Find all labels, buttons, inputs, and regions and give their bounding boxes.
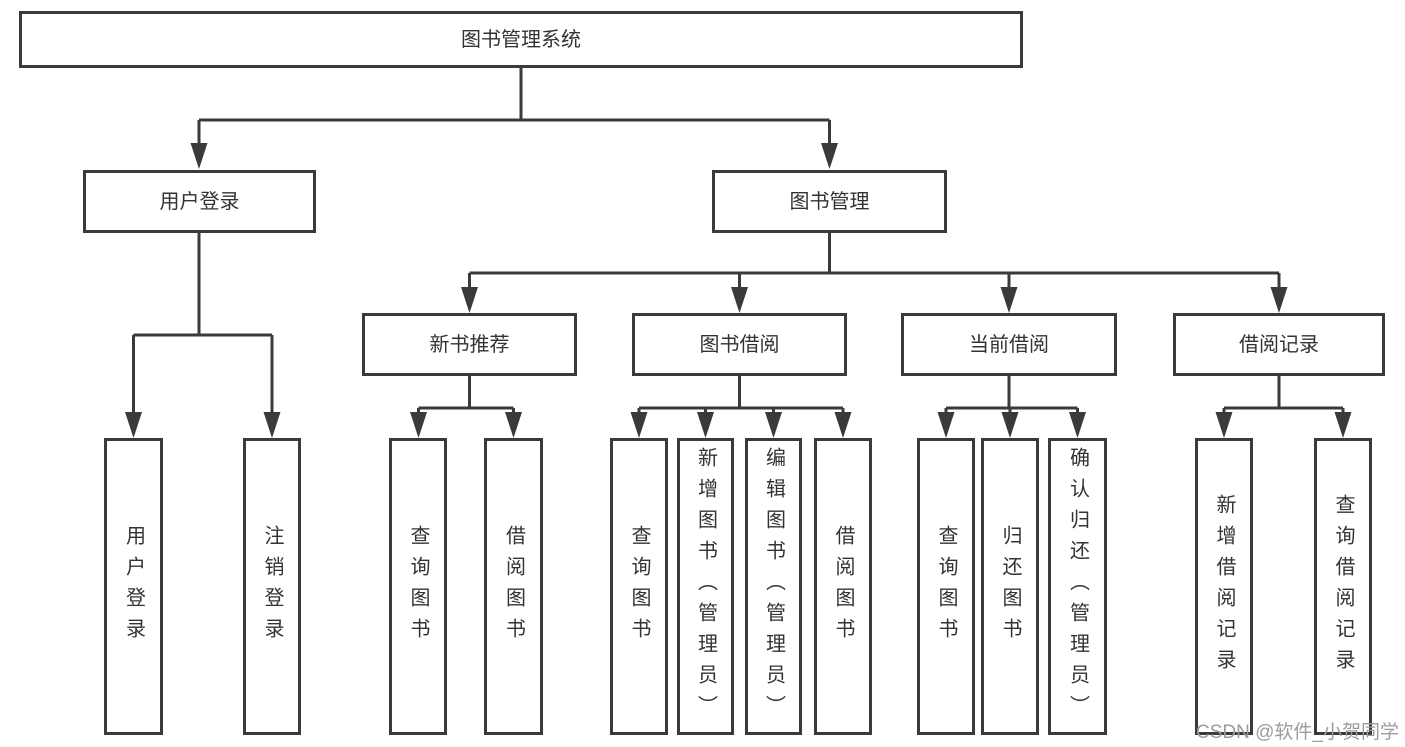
edge-new-book-branch xyxy=(410,376,522,438)
leaf-logout: 注销登录 xyxy=(243,438,301,735)
leaf-confirm-return-admin: 确认归还（管理员） xyxy=(1048,438,1107,735)
node-new-book-recommend: 新书推荐 xyxy=(362,313,577,376)
node-user-login: 用户登录 xyxy=(83,170,316,233)
edge-root-to-level2 xyxy=(190,68,838,169)
leaf-borrow-books-recommend: 借阅图书 xyxy=(484,438,543,735)
edge-user-login-branch xyxy=(125,233,281,438)
leaf-user-login: 用户登录 xyxy=(104,438,163,735)
leaf-query-books-borrowing: 查询图书 xyxy=(610,438,668,735)
edge-book-management-branch xyxy=(461,233,1288,313)
node-current-borrowing: 当前借阅 xyxy=(901,313,1117,376)
node-borrowing-records: 借阅记录 xyxy=(1173,313,1385,376)
leaf-add-borrow-record: 新增借阅记录 xyxy=(1195,438,1253,735)
leaf-add-book-admin: 新增图书（管理员） xyxy=(677,438,734,735)
node-library-management-system: 图书管理系统 xyxy=(19,11,1023,68)
edge-borrow-records-branch xyxy=(1215,376,1352,438)
leaf-query-borrow-record: 查询借阅记录 xyxy=(1314,438,1372,735)
watermark-text: CSDN @软件_小贺同学 xyxy=(1196,722,1399,743)
leaf-query-books-recommend: 查询图书 xyxy=(389,438,447,735)
node-book-borrowing: 图书借阅 xyxy=(632,313,847,376)
leaf-borrow-books-borrowing: 借阅图书 xyxy=(814,438,872,735)
leaf-return-books: 归还图书 xyxy=(981,438,1039,735)
leaf-edit-book-admin: 编辑图书（管理员） xyxy=(745,438,802,735)
edge-current-borrow-branch xyxy=(937,376,1086,438)
node-book-management: 图书管理 xyxy=(712,170,947,233)
edge-book-borrow-branch xyxy=(630,376,852,438)
leaf-query-books-current: 查询图书 xyxy=(917,438,975,735)
